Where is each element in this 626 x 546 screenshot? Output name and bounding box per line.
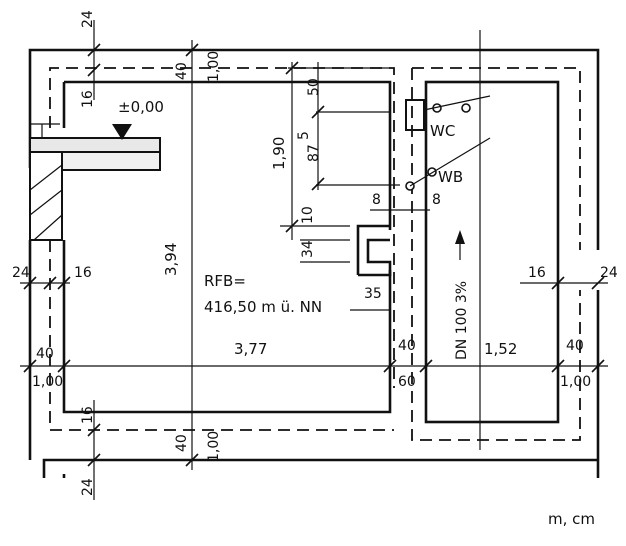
- label-dim-16-bottom: 16: [80, 406, 96, 424]
- label-dim-50: 50: [306, 78, 322, 96]
- label-dim-40-mid: 40: [398, 338, 416, 354]
- label-wall-24-right: 24: [600, 265, 618, 281]
- label-rfb-line1: RFB=: [204, 272, 246, 290]
- label-dim-190: 1,90: [270, 137, 288, 170]
- label-dim-100-right: 1,00: [560, 374, 591, 390]
- label-dim-16-top: 16: [80, 90, 96, 108]
- label-height-394: 3,94: [162, 243, 180, 276]
- label-dim-40-bottom: 40: [174, 434, 190, 452]
- slab-section: [29, 123, 161, 241]
- label-dim-35: 35: [364, 286, 382, 302]
- label-dim-100-bottom: 1,00: [206, 431, 222, 462]
- label-dim-10: 10: [300, 206, 316, 224]
- label-wall-24-top: 24: [80, 10, 96, 28]
- shaft: [356, 224, 392, 277]
- label-units: m, cm: [548, 510, 595, 528]
- label-wall-24-bottom: 24: [80, 478, 96, 496]
- label-width-152: 1,52: [484, 340, 517, 358]
- wc-fixture: [405, 95, 491, 131]
- label-wc: WC: [430, 122, 455, 140]
- room-wc: [424, 80, 560, 424]
- label-dim-875-sup: 5: [296, 131, 312, 140]
- label-dim-875: 87: [306, 144, 322, 162]
- label-dim-40-right: 40: [566, 338, 584, 354]
- room-main: [62, 80, 392, 414]
- label-dim-100-top: 1,00: [206, 51, 222, 82]
- label-rfb-line2: 416,50 m ü. NN: [204, 298, 322, 316]
- label-dim-8-a: 8: [372, 192, 381, 208]
- axis-lines: [20, 20, 608, 500]
- outer-wall: [28, 48, 600, 478]
- label-dim-34: 34: [300, 240, 316, 258]
- label-dim-100-left: 1,00: [32, 374, 63, 390]
- label-level: ±0,00: [118, 98, 164, 116]
- wb-fixture: [405, 137, 491, 191]
- label-drain: DN 100 3%: [454, 281, 470, 360]
- label-dim-40-left: 40: [36, 346, 54, 362]
- label-dim-60-mid: 60: [398, 374, 416, 390]
- label-dim-8-b: 8: [432, 192, 441, 208]
- label-wb: WB: [438, 168, 463, 186]
- foundation-dashed-outline: [49, 67, 581, 441]
- fixture-dimensions: [280, 61, 430, 311]
- label-dim-16-right: 16: [528, 265, 546, 281]
- label-dim-40-top: 40: [174, 62, 190, 80]
- label-dim-16-left: 16: [74, 265, 92, 281]
- label-width-377: 3,77: [234, 340, 267, 358]
- dimension-ticks: [23, 43, 605, 467]
- drain-arrow: [455, 230, 465, 260]
- label-wall-24-left: 24: [12, 265, 30, 281]
